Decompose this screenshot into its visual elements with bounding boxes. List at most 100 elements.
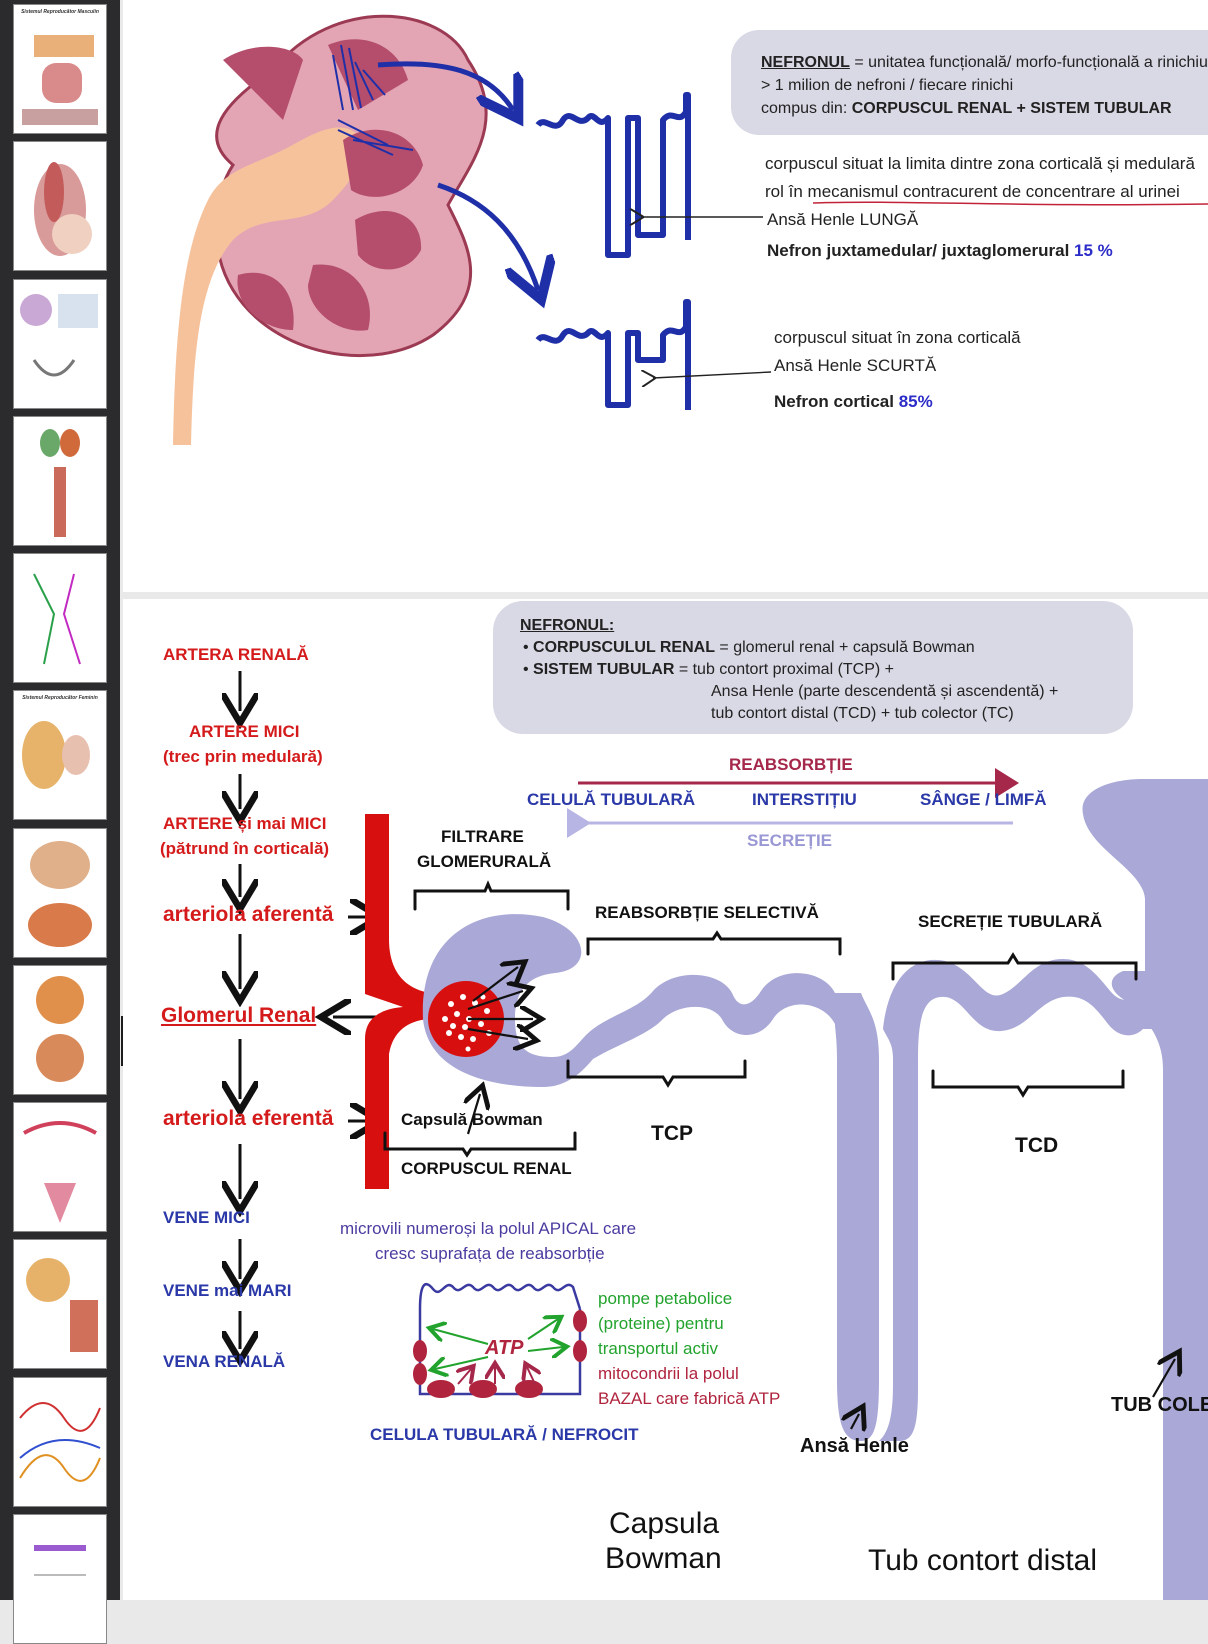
brace	[413, 880, 570, 911]
thumbnail-illustration	[22, 721, 90, 789]
bottom-bowman-label-2: Bowman	[605, 1542, 722, 1575]
renal-pyramid	[237, 272, 294, 330]
nephron-cortical	[535, 299, 691, 410]
bottom-bowman-label-1: Capsula	[609, 1507, 720, 1540]
definition-term: NEFRONUL	[761, 54, 850, 71]
item-1-text: = glomerul renal + capsulă Bowman	[714, 639, 975, 656]
flow-step-artere-mici-note: (trec prin medulară)	[163, 747, 323, 766]
tcp-label: TCP	[651, 1122, 693, 1145]
box-item-2-line-3: tub contort distal (TCD) + tub colector …	[711, 705, 1014, 722]
page-thumbnail[interactable]: Sistemul Reproducător Masculin	[13, 4, 107, 134]
nephron-juxtamedular	[535, 92, 691, 258]
cortical-percent: 85%	[898, 392, 933, 411]
brace	[891, 952, 1138, 981]
page-thumbnail[interactable]	[13, 965, 107, 1095]
flow-step-artera-renala: ARTERA RENALĂ	[163, 645, 309, 664]
juxta-line-1: corpuscul situat la limita dintre zona c…	[765, 154, 1195, 173]
page-thumbnail[interactable]	[13, 553, 107, 683]
tcd-label: TCD	[1015, 1134, 1059, 1157]
flow-step-arteriola-aferenta: arteriola aferentă	[163, 903, 334, 926]
juxta-percent: 15 %	[1074, 241, 1113, 260]
page-thumbnail[interactable]	[13, 1514, 107, 1644]
flow-step-arteriola-eferenta: arteriola eferentă	[163, 1107, 334, 1130]
renal-pelvis	[173, 127, 364, 445]
document-page-2: NEFRONUL: • CORPUSCULUL RENAL = glomerul…	[123, 599, 1208, 1600]
tubular-cell	[413, 1283, 587, 1398]
definition-prefix: compus din:	[761, 100, 852, 117]
flow-step-artere-mici: ARTERE MICI	[189, 722, 300, 741]
filtration-label-2: GLOMERURALĂ	[417, 852, 552, 871]
definition-line-2: > 1 milion de nefroni / fiecare rinichi	[761, 77, 1014, 94]
henle-loop-label: Ansă Henle	[800, 1435, 909, 1457]
thumbnail-illustration	[28, 841, 92, 947]
nefron-definition-box	[731, 30, 1208, 135]
blood-lymph-label: SÂNGE / LIMFĂ	[920, 790, 1047, 809]
microvilli-note-1: microvili numeroși la polul APICAL care	[340, 1219, 637, 1238]
page-thumbnail[interactable]	[13, 279, 107, 409]
atp-label: ATP	[485, 1337, 524, 1359]
page-thumbnail[interactable]: Sistemul Reproducător Feminin	[13, 690, 107, 820]
box-title: NEFRONUL:	[520, 617, 615, 634]
thumbnail-illustration	[40, 429, 80, 537]
artery	[365, 814, 453, 1189]
definition-components: CORPUSCUL RENAL + SISTEM TUBULAR	[851, 100, 1172, 117]
page-thumbnail[interactable]	[13, 1102, 107, 1232]
mitochondria-note-1: mitocondrii la polul	[598, 1364, 739, 1383]
nefron-structure-box	[493, 601, 1133, 734]
thumbnail-illustration	[26, 1258, 98, 1352]
cortical-type: Nefron cortical	[774, 392, 894, 411]
item-2-term: SISTEM TUBULAR	[533, 661, 675, 678]
item-2-text: = tub contort proximal (TCP) +	[674, 661, 895, 678]
reabsorption-label: REABSORBȚIE	[729, 755, 853, 774]
definition-line-3: compus din: CORPUSCUL RENAL + SISTEM TUB…	[761, 100, 1172, 118]
box-item-2: • SISTEM TUBULAR = tub contort proximal …	[523, 661, 895, 678]
kidney-illustration	[173, 14, 1208, 445]
thumbnail-illustration	[22, 35, 98, 125]
thumbnail-illustration	[19, 1402, 101, 1482]
renal-pyramid	[355, 211, 422, 270]
nephron-diagram	[123, 671, 1208, 1600]
page-thumbnail[interactable]	[13, 416, 107, 546]
bottom-distal-tube-label: Tub contort distal	[868, 1544, 1097, 1577]
thumbnail-illustration	[34, 1545, 86, 1576]
brace	[931, 1069, 1125, 1098]
page-thumbnail[interactable]	[13, 141, 107, 271]
flow-step-artere-mai-mici: ARTERE și mai MICI	[163, 814, 327, 833]
collector-tube-label: TUB COLECTOR	[1111, 1394, 1208, 1416]
page-thumbnail[interactable]	[13, 1239, 107, 1369]
thumbnail-illustration	[20, 294, 98, 377]
renal-pyramid	[308, 264, 370, 331]
cortical-loop-label: Ansă Henle SCURTĂ	[774, 356, 937, 375]
brace	[566, 1059, 747, 1088]
juxta-loop-label: Ansă Henle LUNGĂ	[767, 210, 919, 229]
page-thumbnail[interactable]	[13, 1377, 107, 1507]
page-thumbnail[interactable]	[13, 828, 107, 958]
bowman-capsule-label: Capsulă Bowman	[401, 1110, 543, 1129]
thumbnail-illustration	[34, 162, 92, 256]
collector-duct	[1082, 779, 1208, 1600]
document-page-1: NEFRONUL = unitatea funcțională/ morfo-f…	[123, 0, 1208, 592]
juxta-type-label: Nefron juxtamedular/ juxtaglomerural 15 …	[767, 241, 1113, 261]
renal-pyramid	[223, 46, 303, 121]
pumps-note-2: (proteine) pentru	[598, 1314, 724, 1333]
renal-corpuscle-label: CORPUSCUL RENAL	[401, 1159, 572, 1178]
pumps-note-1: pompe petabolice	[598, 1289, 733, 1308]
cortical-line-1: corpuscul situat în zona corticală	[774, 328, 1021, 347]
flow-step-vene-mai-mari: VENE mai MARI	[163, 1281, 292, 1300]
renal-pyramid	[343, 129, 423, 197]
secretion-label: SECREȚIE	[747, 831, 833, 850]
thumbnail-illustration	[36, 976, 84, 1082]
thumbnail-title: Sistemul Reproducător Masculin	[21, 9, 99, 15]
juxta-role-mechanism: mecanismul contracurent de concentrare a…	[807, 182, 1180, 201]
juxta-line-2: rol în mecanismul contracurent de concen…	[765, 182, 1180, 202]
cortical-type-label: Nefron cortical 85%	[774, 392, 933, 412]
thumbnail-illustration	[23, 1121, 97, 1223]
pumps-note-3: transportul activ	[598, 1339, 718, 1358]
box-item-1: • CORPUSCULUL RENAL = glomerul renal + c…	[523, 639, 975, 656]
tubular-cell-title: CELULA TUBULARĂ / NEFROCIT	[370, 1425, 639, 1444]
brace	[586, 930, 842, 956]
cell-label: CELULĂ TUBULARĂ	[527, 790, 696, 809]
microvilli-note-2: cresc suprafața de reabsorbție	[375, 1244, 605, 1263]
filtration-label-1: FILTRARE	[441, 827, 524, 846]
flow-step-vena-renala: VENA RENALĂ	[163, 1352, 286, 1371]
